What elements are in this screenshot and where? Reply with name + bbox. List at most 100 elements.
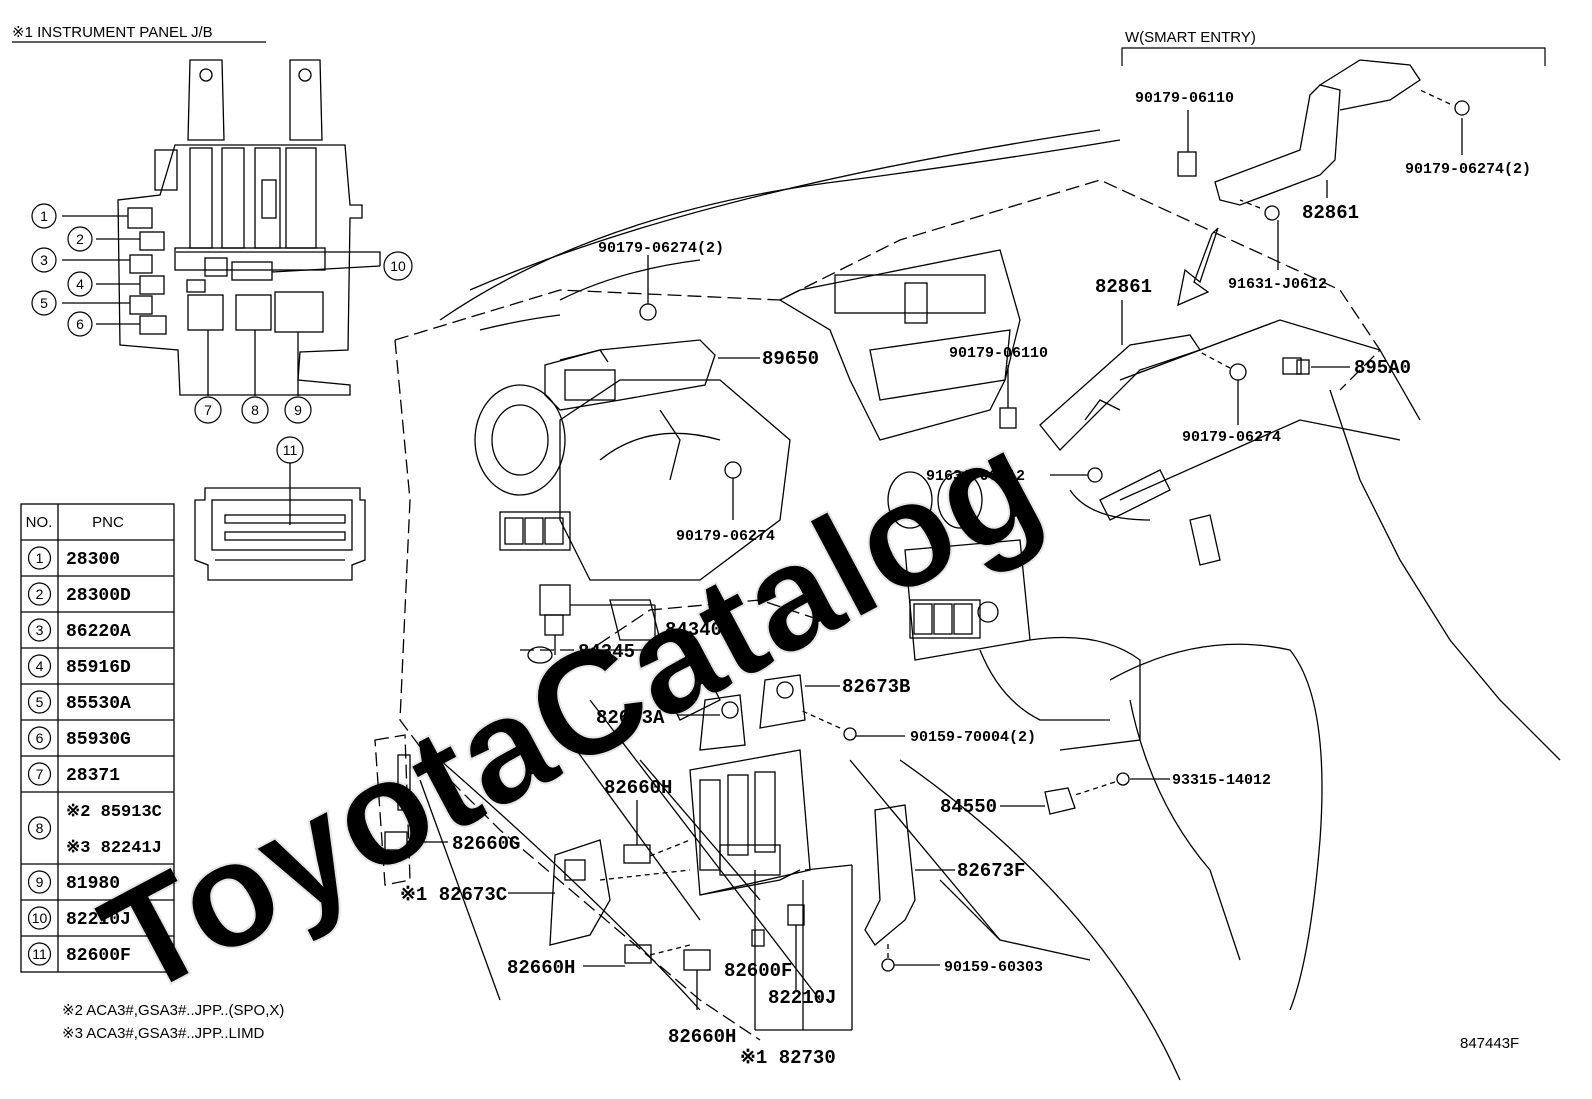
marker-10: 10 xyxy=(383,251,413,281)
callout-relay-h-top: 82660H xyxy=(604,777,672,799)
row-pnc: 82210J xyxy=(66,910,131,930)
smart-clip-label: 90179-06110 xyxy=(1135,90,1234,107)
row-pnc: 85916D xyxy=(66,658,131,678)
illustration-id: 847443F xyxy=(1460,1035,1519,1052)
callout-switch: 84340 xyxy=(665,619,722,641)
callout-bolt-mid: 91631-J0612 xyxy=(926,468,1025,485)
svg-text:8: 8 xyxy=(251,402,259,418)
row-number: 3 xyxy=(36,622,44,638)
marker-3: 3 xyxy=(31,247,57,273)
callout-block-f: 84550 xyxy=(940,796,997,818)
callout-relay-right: 895A0 xyxy=(1354,357,1411,379)
callout-clip-mid: 90179-06110 xyxy=(949,345,1048,362)
svg-text:2: 2 xyxy=(76,231,84,247)
smart-entry-section: W(SMART ENTRY) 90179-06110 90179-06274(2… xyxy=(1121,29,1546,307)
callout-relay-h-left: 82660H xyxy=(507,957,575,979)
callout-fuse-j: 82210J xyxy=(768,987,836,1009)
marker-8: 8 xyxy=(241,396,269,424)
svg-text:3: 3 xyxy=(40,252,48,268)
callout-relay-h-bottom: 82660H xyxy=(668,1026,736,1048)
row-number: 1 xyxy=(36,550,44,566)
table-row: 2 28300D xyxy=(27,582,131,606)
inset-title: ※1 INSTRUMENT PANEL J/B xyxy=(12,24,213,41)
row-pnc: ※2 85913C xyxy=(66,803,162,822)
row-number: 6 xyxy=(36,730,44,746)
callout-screw-c: 90159-60303 xyxy=(944,959,1043,976)
row-pnc: 85530A xyxy=(66,694,131,714)
marker-5: 5 xyxy=(31,290,57,316)
marker-1: 1 xyxy=(31,203,57,229)
table-row: 4 85916D xyxy=(27,654,131,678)
callout-holder-c: ※1 82673C xyxy=(400,884,507,906)
footnote-2: ※2 ACA3#,GSA3#..JPP..(SPO,X) xyxy=(62,1002,284,1019)
row-number: 7 xyxy=(36,766,44,782)
footnote-3: ※3 ACA3#,GSA3#..JPP..LIMD xyxy=(62,1025,265,1042)
callout-holder-f: 82673F xyxy=(957,860,1025,882)
marker-9: 9 xyxy=(284,396,312,424)
row-pnc: 28300 xyxy=(66,550,120,570)
callout-holder-a: 82673A xyxy=(596,707,665,729)
table-row: 11 82600F xyxy=(27,942,131,966)
callout-screw-a: 90159-70004(2) xyxy=(910,729,1036,746)
table-row: 6 85930G xyxy=(27,726,131,750)
table-row: 5 85530A xyxy=(27,690,131,714)
row-number: 9 xyxy=(36,874,44,890)
table-row: 7 28371 xyxy=(27,762,120,786)
callout-holder-b: 82673B xyxy=(842,676,910,698)
table-header-no: NO. xyxy=(26,514,53,531)
table-row: 8 ※2 85913C ※3 82241J xyxy=(27,803,162,858)
callout-junction-block: ※1 82730 xyxy=(740,1047,836,1069)
junction-block-drawing xyxy=(62,59,381,396)
marker-4: 4 xyxy=(67,271,93,297)
table-row: 1 28300 xyxy=(27,546,120,570)
inset-panel: ※1 INSTRUMENT PANEL J/B xyxy=(12,24,413,581)
ecu-module-drawing xyxy=(194,463,366,581)
callout-ecu: 89650 xyxy=(762,348,819,370)
smart-entry-title: W(SMART ENTRY) xyxy=(1125,29,1256,46)
row-number: 2 xyxy=(36,586,44,602)
svg-text:11: 11 xyxy=(283,442,298,458)
parts-drawing xyxy=(384,255,1350,1031)
row-pnc: 86220A xyxy=(66,622,131,642)
pnc-table: NO. PNC 1 28300 2 28300D 3 86220A 4 85916D 5 8553… xyxy=(20,503,175,973)
callout-nut-top: 90179-06274(2) xyxy=(598,240,724,257)
svg-text:7: 7 xyxy=(204,402,212,418)
callout-bracket: 82861 xyxy=(1095,276,1152,298)
direction-arrow-icon xyxy=(1177,227,1219,307)
callout-screw-b: 93315-14012 xyxy=(1172,772,1271,789)
smart-bolt-label: 91631-J0612 xyxy=(1228,276,1327,293)
row-number: 10 xyxy=(32,910,48,926)
table-row: 3 86220A xyxy=(27,618,131,642)
svg-text:4: 4 xyxy=(76,276,84,292)
callout-nut-right: 90179-06274 xyxy=(1182,429,1281,446)
svg-text:5: 5 xyxy=(40,295,48,311)
watermark: ToyotaCatalog xyxy=(76,396,1065,1028)
table-row: 10 82210J xyxy=(27,906,131,930)
callout-fuse-box: 82600F xyxy=(724,960,792,982)
marker-7: 7 xyxy=(194,396,222,424)
smart-bracket-drawing xyxy=(1177,59,1470,270)
row-pnc: 28300D xyxy=(66,586,131,606)
svg-text:1: 1 xyxy=(40,208,48,224)
row-pnc: 85930G xyxy=(66,730,131,750)
dashboard-drawing xyxy=(374,129,1561,1081)
row-number: 8 xyxy=(36,820,44,836)
callout-nut-mid: 90179-06274 xyxy=(676,528,775,545)
marker-2: 2 xyxy=(67,226,93,252)
callouts: 90179-06274(2) 89650 90179-06274 90179-0… xyxy=(400,240,1411,1069)
row-number: 4 xyxy=(36,658,44,674)
marker-11: 11 xyxy=(276,436,304,464)
marker-6: 6 xyxy=(67,311,93,337)
smart-nut-label: 90179-06274(2) xyxy=(1405,161,1531,178)
table-header-pnc: PNC xyxy=(92,514,124,531)
smart-bracket-label: 82861 xyxy=(1302,202,1359,224)
row-pnc: 28371 xyxy=(66,766,120,786)
svg-text:10: 10 xyxy=(390,258,406,274)
row-number: 5 xyxy=(36,694,44,710)
row-pnc: ※3 82241J xyxy=(66,839,162,858)
svg-text:9: 9 xyxy=(294,402,302,418)
row-pnc: 82600F xyxy=(66,946,131,966)
row-number: 11 xyxy=(32,946,47,962)
